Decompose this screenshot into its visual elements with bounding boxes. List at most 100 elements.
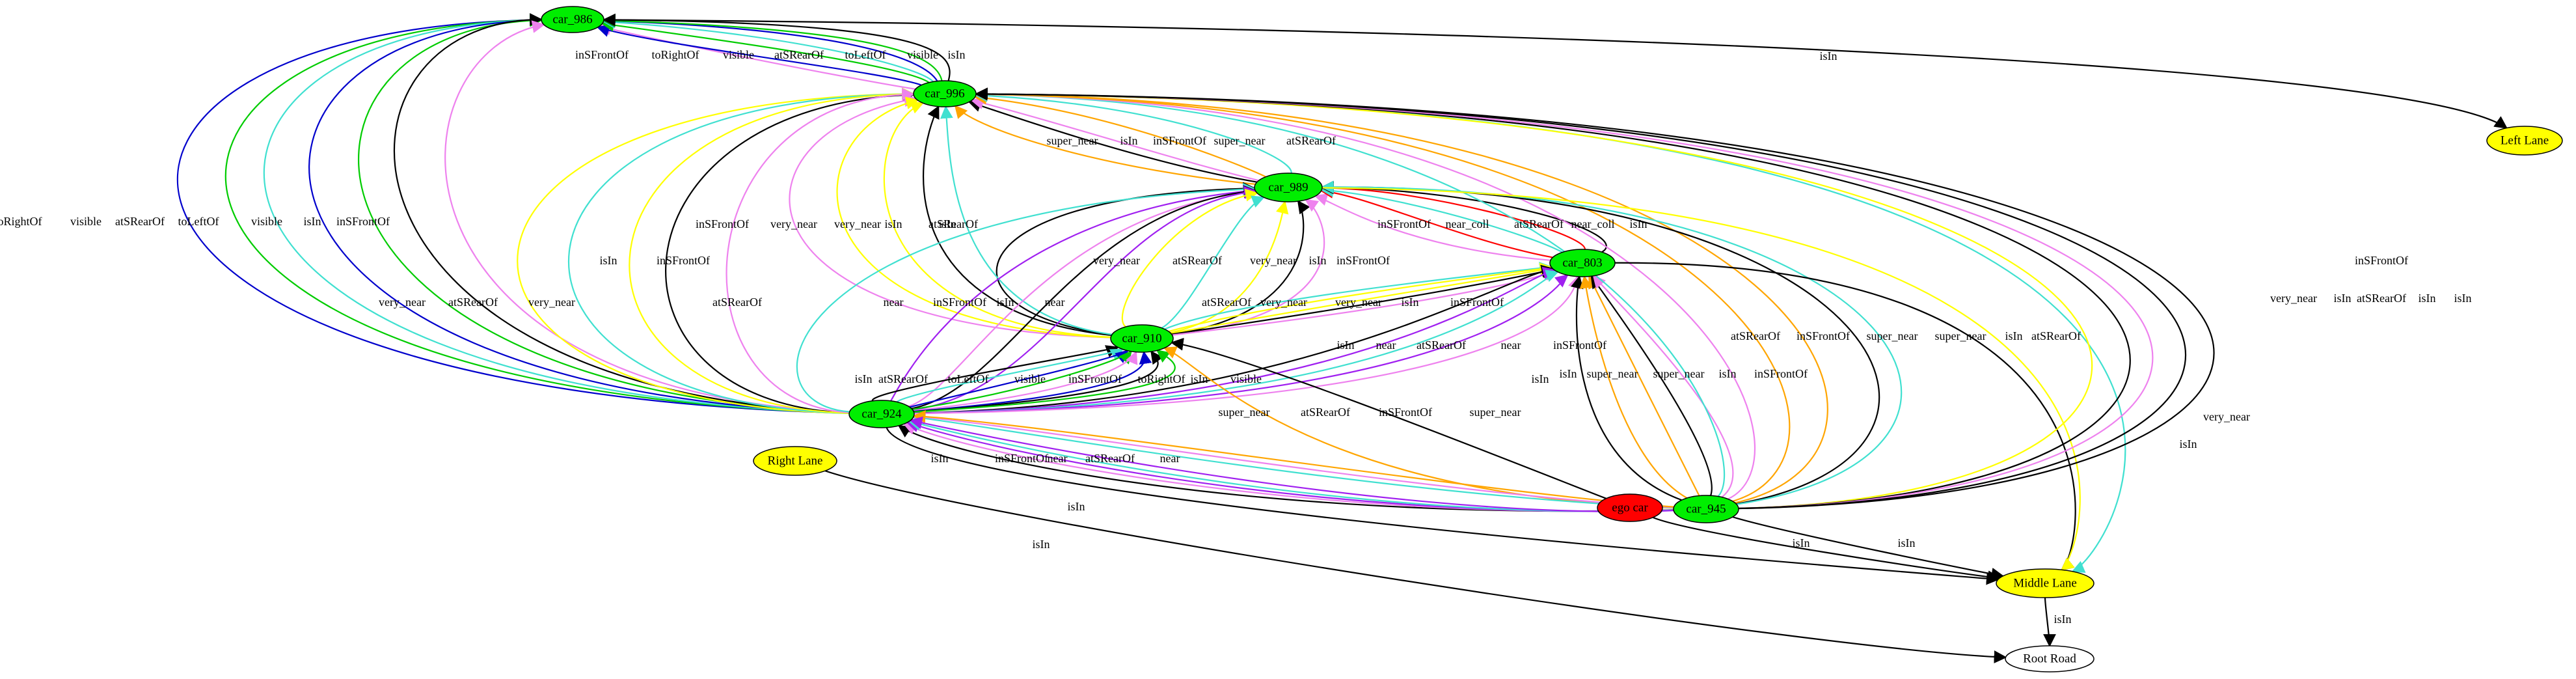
node-label: Root Road — [2023, 652, 2076, 665]
edge-visible — [358, 14, 850, 414]
edge-label: isIn — [939, 217, 956, 230]
edge-label: isIn — [1191, 372, 1208, 385]
edge-label: near_coll — [1571, 217, 1615, 230]
edge-label: visible — [251, 215, 282, 228]
node-label: car_986 — [552, 12, 592, 26]
edge-label: isIn — [1120, 134, 1138, 147]
edge-inSFrontOf — [974, 88, 1756, 500]
edge-isIn — [665, 89, 915, 414]
edge-super_near — [1579, 275, 1688, 499]
edge-very_near — [1168, 262, 1553, 333]
edge-atSRearOf — [914, 270, 1559, 415]
edge-label: near — [1501, 339, 1521, 352]
edge-inSFrontOf — [912, 410, 1674, 508]
edge-label: near — [884, 296, 904, 309]
edge-label: very_near — [1335, 296, 1382, 309]
edge-isIn — [914, 350, 1163, 413]
edge-atSRearOf — [1321, 180, 1903, 505]
edge-super_near — [975, 87, 1828, 504]
edge-isIn — [914, 264, 1554, 414]
edge-label: isIn — [2005, 329, 2023, 342]
edge-visible — [912, 350, 1132, 410]
edge-label: near — [1048, 452, 1068, 465]
edge-label: atSRearOf — [448, 296, 498, 309]
node-right-lane: Right Lane — [753, 446, 837, 476]
edge-label: toLeftOf — [948, 372, 989, 385]
edge-inSFrontOf — [1314, 193, 1551, 261]
node-ellipse — [1996, 568, 2095, 598]
edge-isIn — [603, 13, 951, 81]
edge-label: atSRearOf — [1731, 329, 1780, 342]
edge-isIn — [1590, 275, 1713, 496]
edge-isIn — [1732, 516, 2005, 581]
edge-isIn — [393, 13, 850, 414]
edge-inSFrontOf — [444, 20, 850, 413]
edge-atSRearOf — [974, 88, 1726, 497]
edge-label: isIn — [1820, 49, 1837, 62]
edge-label: super_near — [1587, 367, 1638, 380]
edge-label: isIn — [2054, 613, 2072, 626]
edge-very_near — [1170, 200, 1289, 334]
edge-label: visible — [70, 215, 102, 228]
edge-atSRearOf — [263, 14, 850, 414]
edge-label: isIn — [1793, 536, 1810, 549]
edge-isIn — [1170, 337, 1607, 499]
edge-label: toRightOf — [651, 48, 699, 61]
edge-label: inSFrontOf — [933, 296, 986, 309]
edge-label: atSRearOf — [712, 296, 762, 309]
edge-near — [914, 266, 1556, 415]
edge-isIn — [1171, 200, 1310, 335]
edge-label: inSFrontOf — [1377, 217, 1431, 230]
edge-toLeftOf — [909, 350, 1129, 408]
edge-label: inSFrontOf — [1754, 367, 1808, 380]
edge-label: isIn — [931, 452, 949, 465]
edge-isIn — [1321, 181, 1607, 253]
edge-label: atSRearOf — [1514, 217, 1564, 230]
node-middle-lane: Middle Lane — [1996, 568, 2095, 598]
edge-label: inSFrontOf — [1068, 372, 1122, 385]
edge-isIn — [975, 87, 2187, 510]
edge-isIn — [1652, 516, 2001, 584]
edge-isIn — [1321, 180, 1880, 505]
edge-label: atSRearOf — [878, 372, 928, 385]
edge-label: inSFrontOf — [2355, 254, 2408, 267]
edges-layer — [176, 13, 2508, 663]
edge-label: atSRearOf — [1417, 339, 1466, 352]
edge-super_near — [975, 87, 1791, 502]
edge-label: super_near — [1867, 329, 1918, 342]
edge-toLeftOf — [602, 14, 938, 82]
node-label: car_945 — [1686, 502, 1726, 516]
edge-label: atSRearOf — [929, 217, 978, 230]
edge-inSFrontOf — [970, 96, 1259, 182]
edge-label: isIn — [600, 254, 617, 267]
node-ellipse — [1254, 173, 1323, 202]
edge-label: isIn — [997, 296, 1014, 309]
node-ellipse — [541, 6, 604, 33]
edge-label: atSRearOf — [1173, 254, 1222, 267]
edge-label: isIn — [2334, 292, 2352, 305]
edge-label: inSFrontOf — [1379, 406, 1432, 419]
edge-inSFrontOf — [913, 350, 1138, 411]
edge-label: near — [1045, 296, 1065, 309]
edge-label: super_near — [1470, 406, 1521, 419]
edge-super_near — [1588, 275, 1700, 496]
edge-atSRearOf — [567, 87, 915, 414]
edge-atSRearOf — [974, 89, 1292, 174]
node-left-lane: Left Lane — [2486, 126, 2563, 156]
edge-label: toRightOf — [0, 215, 42, 228]
edge-toRightOf — [913, 350, 1152, 413]
edge-toLeftOf — [308, 14, 850, 414]
edge-label: inSFrontOf — [1796, 329, 1850, 342]
edge-atSRearOf — [1320, 184, 1563, 253]
edge-isIn — [886, 427, 2000, 585]
node-label: car_996 — [925, 87, 964, 100]
edge-very_near — [883, 102, 1111, 338]
edge-toRightOf — [176, 13, 850, 414]
edge-atSRearOf — [1161, 195, 1266, 329]
edge-very_near — [1322, 187, 2081, 571]
edge-isIn — [975, 87, 2131, 509]
edge-atSRearOf — [896, 348, 1124, 403]
edge-near_coll — [1320, 185, 1553, 258]
edge-toRightOf — [596, 24, 922, 86]
edge-visible — [602, 14, 943, 81]
